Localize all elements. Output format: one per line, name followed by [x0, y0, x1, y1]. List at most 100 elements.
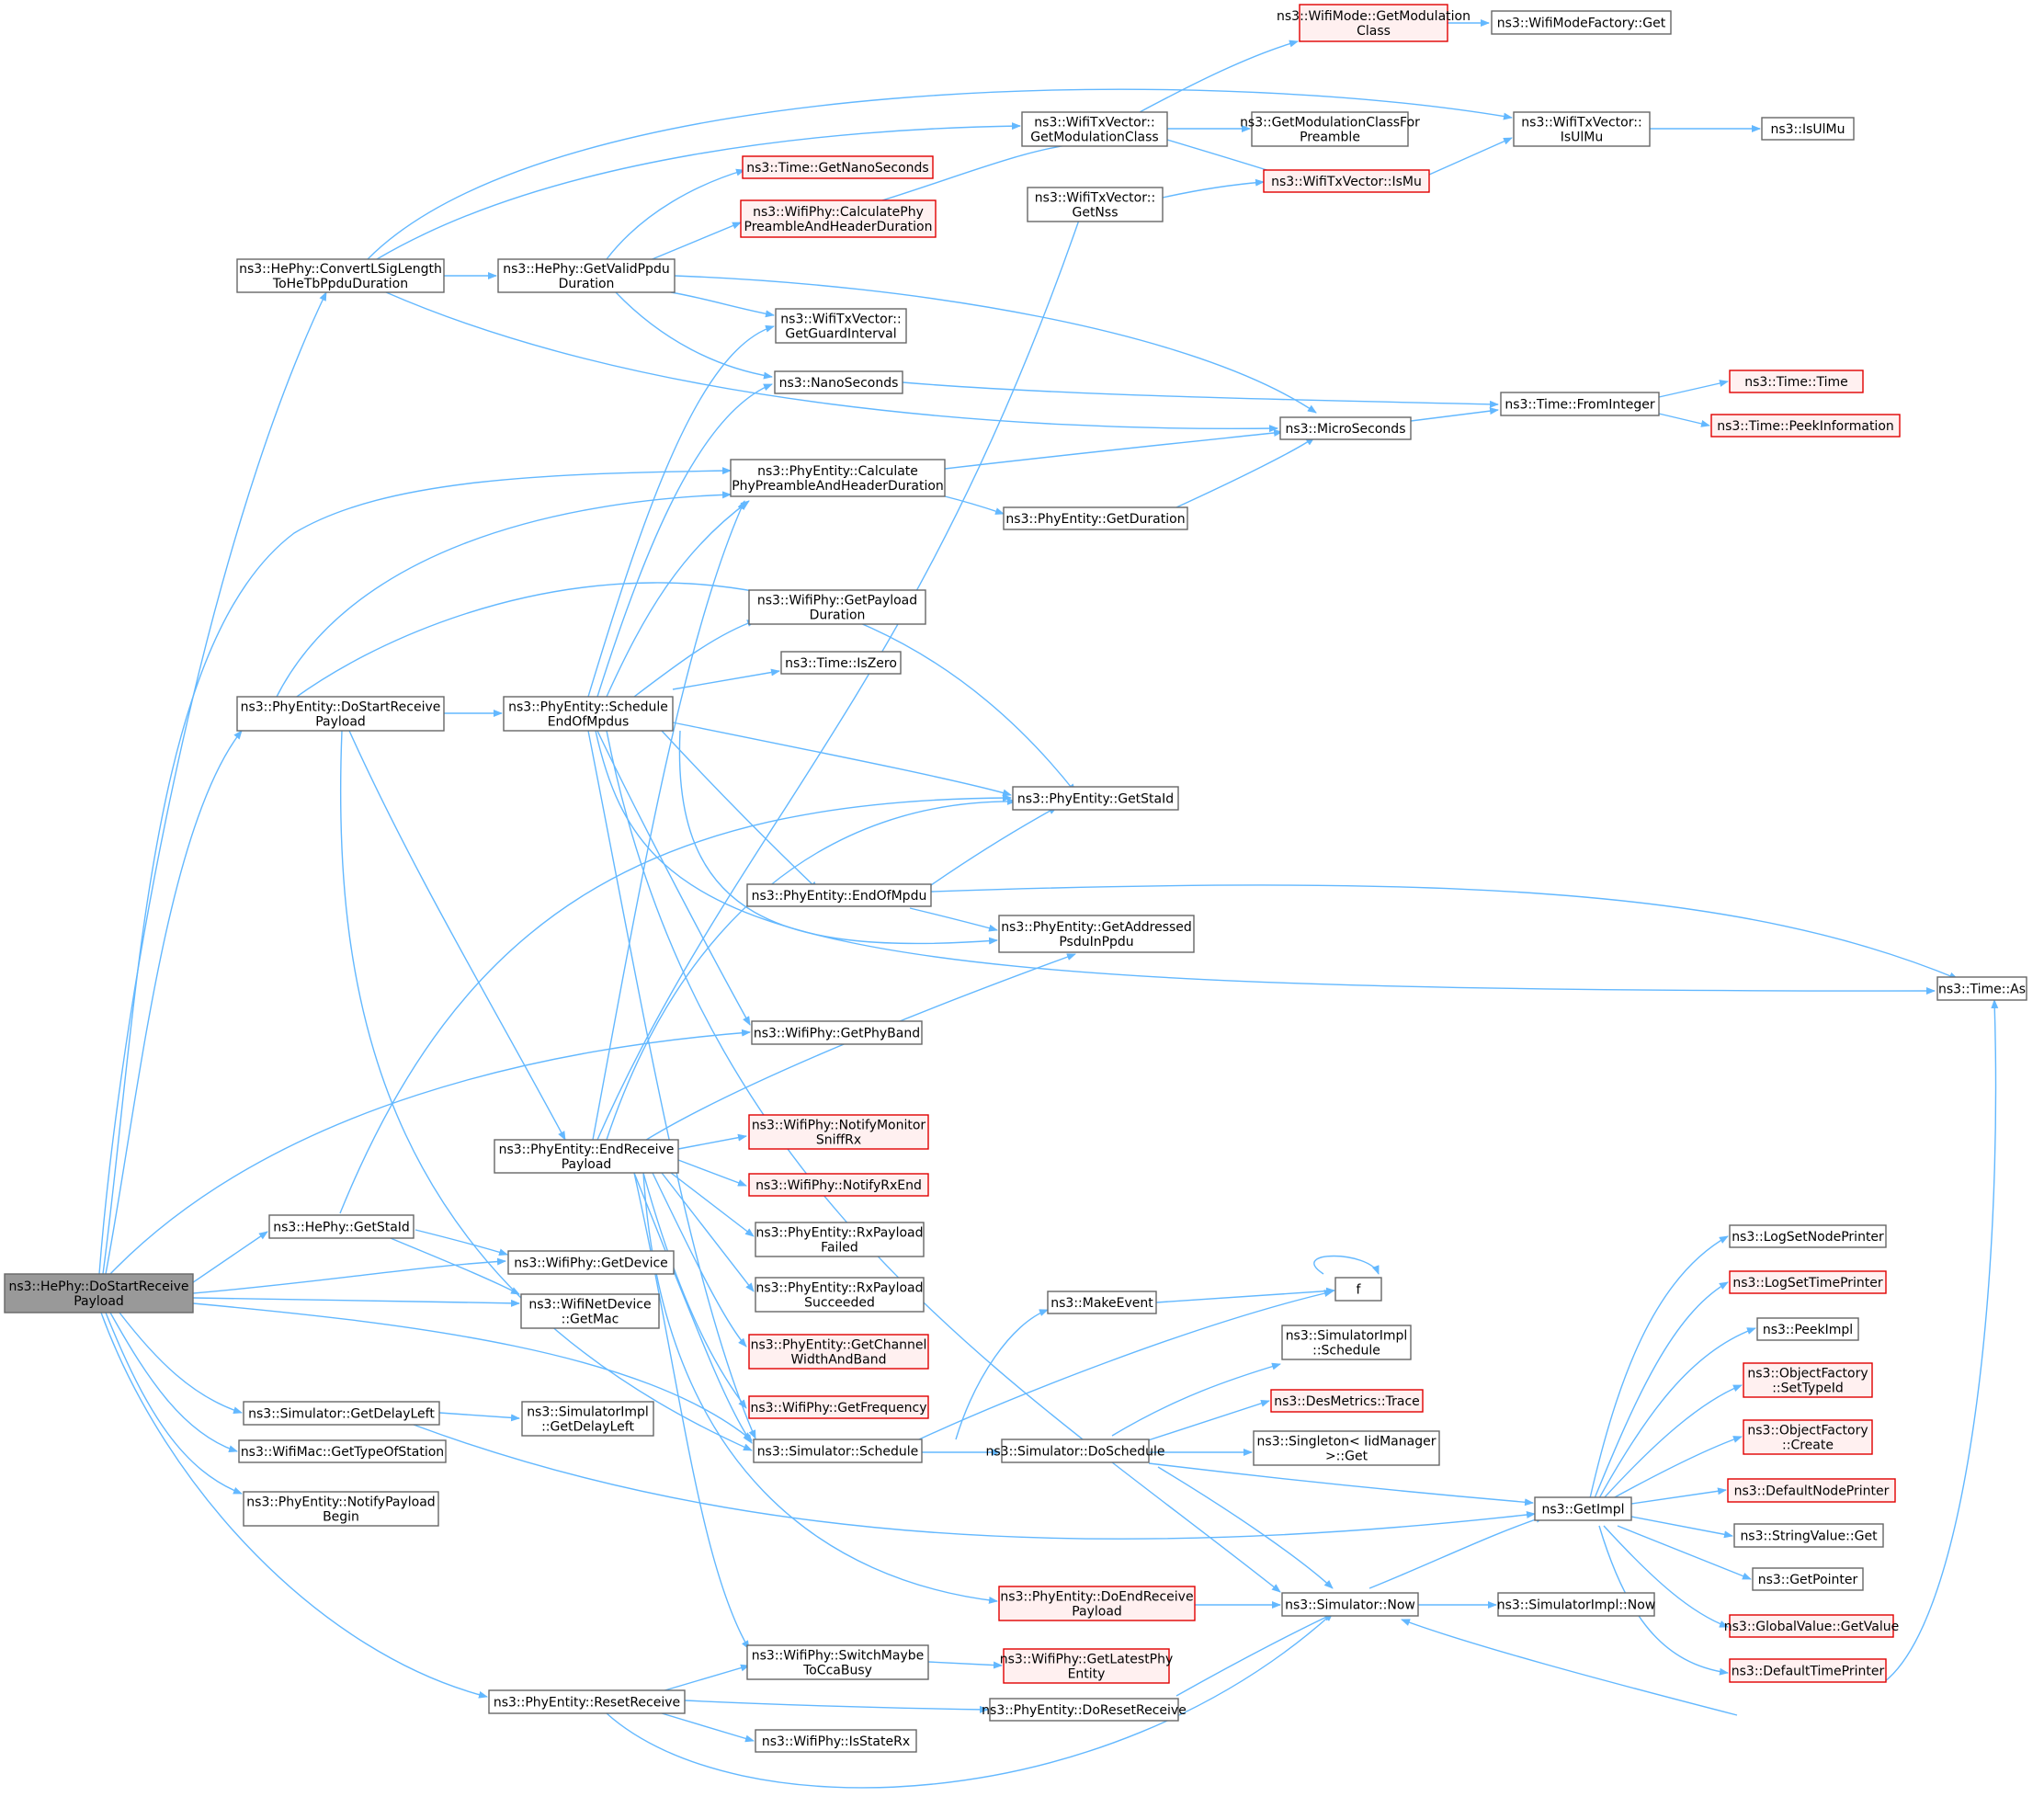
node-sim_dosched[interactable]: ns3::Simulator::DoSchedule — [986, 1438, 1165, 1463]
node-label: ns3::WifiPhy::GetPhyBand — [754, 1027, 920, 1041]
node-pe_getstaid[interactable]: ns3::PhyEntity::GetStaId — [1012, 786, 1179, 811]
node-pe_calcpre[interactable]: ns3::PhyEntity::CalculatePhyPreambleAndH… — [730, 459, 946, 497]
node-label: ns3::WifiMac::GetTypeOfStation — [241, 1445, 444, 1460]
node-simimpl_delayleft[interactable]: ns3::SimulatorImpl::GetDelayLeft — [521, 1401, 654, 1437]
node-label: ns3::PhyEntity::Calculate — [757, 464, 918, 479]
node-wifimac_type[interactable]: ns3::WifiMac::GetTypeOfStation — [238, 1439, 447, 1463]
node-time_as[interactable]: ns3::Time::As — [1936, 976, 2027, 1001]
edge-getimpl-ofcreate — [1612, 1436, 1743, 1499]
node-simimpl_sched[interactable]: ns3::SimulatorImpl::Schedule — [1281, 1325, 1412, 1360]
node-box — [1497, 1592, 1655, 1617]
node-deftime[interactable]: ns3::DefaultTimePrinter — [1729, 1658, 1887, 1683]
node-wp_getband[interactable]: ns3::WifiPhy::GetPhyBand — [751, 1020, 923, 1045]
node-label: PhyPreambleAndHeaderDuration — [732, 479, 944, 494]
node-label: Payload — [562, 1157, 612, 1172]
node-wm_getmod[interactable]: ns3::WifiMode::GetModulationClass — [1277, 4, 1471, 42]
node-getptr[interactable]: ns3::GetPointer — [1752, 1567, 1864, 1591]
node-microsec[interactable]: ns3::MicroSeconds — [1279, 416, 1412, 440]
node-wp_isrx[interactable]: ns3::WifiPhy::IsStateRx — [755, 1729, 917, 1753]
node-singleton[interactable]: ns3::Singleton< IidManager>::Get — [1253, 1430, 1440, 1466]
node-time_iszero[interactable]: ns3::Time::IsZero — [780, 651, 902, 675]
node-pe_endofmpdu[interactable]: ns3::PhyEntity::EndOfMpdu — [746, 883, 932, 907]
edge-resetrx-pedoreset — [684, 1700, 989, 1713]
node-txv_getnss[interactable]: ns3::WifiTxVector::GetNss — [1027, 187, 1164, 222]
node-sim_schedule[interactable]: ns3::Simulator::Schedule — [753, 1438, 923, 1463]
node-simimpl_now[interactable]: ns3::SimulatorImpl::Now — [1497, 1592, 1656, 1617]
node-wp_getdev[interactable]: ns3::WifiPhy::GetDevice — [507, 1250, 675, 1275]
node-time_getns[interactable]: ns3::Time::GetNanoSeconds — [742, 155, 934, 179]
node-label: ns3::Simulator::DoSchedule — [986, 1445, 1165, 1460]
node-txv_getmod[interactable]: ns3::WifiTxVector::GetModulationClass — [1021, 111, 1168, 147]
node-box — [520, 1293, 660, 1329]
edge-deftime-simnow — [1401, 1619, 1738, 1716]
node-convert[interactable]: ns3::HePhy::ConvertLSigLengthToHeTbPpduD… — [236, 258, 445, 293]
node-sim_delayleft[interactable]: ns3::Simulator::GetDelayLeft — [243, 1401, 440, 1426]
node-box — [507, 1250, 675, 1275]
edge-getvalid-nanosec — [615, 291, 773, 380]
node-gv_getval[interactable]: ns3::GlobalValue::GetValue — [1724, 1614, 1899, 1638]
node-makeevent[interactable]: ns3::MakeEvent — [1047, 1291, 1157, 1314]
node-time_peek[interactable]: ns3::Time::PeekInformation — [1710, 414, 1901, 438]
edge-schedeom-pecalcpre — [606, 500, 750, 698]
edge-root-pecalcpre — [102, 467, 732, 1275]
node-txv_gi[interactable]: ns3::WifiTxVector::GetGuardInterval — [775, 308, 907, 344]
node-pe_getdur[interactable]: ns3::PhyEntity::GetDuration — [1003, 506, 1188, 530]
node-nanosec[interactable]: ns3::NanoSeconds — [774, 370, 903, 394]
node-peekimpl[interactable]: ns3::PeekImpl — [1756, 1317, 1859, 1341]
node-of_create[interactable]: ns3::ObjectFactory::Create — [1743, 1419, 1873, 1455]
node-hephy_getstaid[interactable]: ns3::HePhy::GetStaId — [268, 1214, 414, 1239]
node-pe_doreset[interactable]: ns3::PhyEntity::DoResetReceive — [982, 1698, 1187, 1722]
node-txv_ismu[interactable]: ns3::WifiTxVector::IsMu — [1263, 169, 1430, 193]
node-txv_isulmu[interactable]: ns3::WifiTxVector::IsUlMu — [1513, 111, 1651, 147]
node-box — [1936, 976, 2027, 1001]
node-of_settype[interactable]: ns3::ObjectFactory::SetTypeId — [1743, 1362, 1873, 1398]
node-reset_rx[interactable]: ns3::PhyEntity::ResetReceive — [488, 1689, 686, 1714]
node-defnode[interactable]: ns3::DefaultNodePrinter — [1727, 1478, 1896, 1503]
node-wmf_get[interactable]: ns3::WifiModeFactory::Get — [1491, 10, 1672, 35]
node-wp_freq[interactable]: ns3::WifiPhy::GetFrequency — [748, 1395, 929, 1419]
node-label: PsduInPpdu — [1059, 935, 1133, 949]
node-time_time[interactable]: ns3::Time::Time — [1729, 370, 1864, 393]
node-box — [488, 1689, 686, 1714]
node-strval[interactable]: ns3::StringValue::Get — [1733, 1523, 1884, 1548]
node-label: Preamble — [1300, 131, 1360, 145]
node-getimpl[interactable]: ns3::GetImpl — [1534, 1496, 1632, 1521]
node-label: ns3::PhyEntity::ResetReceive — [494, 1696, 680, 1711]
node-wnd_getmac[interactable]: ns3::WifiNetDevice::GetMac — [520, 1293, 660, 1329]
node-desmetrics[interactable]: ns3::DesMetrics::Trace — [1270, 1389, 1424, 1413]
node-f[interactable]: f — [1334, 1277, 1382, 1302]
node-label: ns3::WifiPhy::GetPayload — [757, 594, 917, 608]
edge-root-convert — [98, 291, 327, 1275]
node-fromint[interactable]: ns3::Time::FromInteger — [1500, 392, 1660, 416]
node-wp_rxend[interactable]: ns3::WifiPhy::NotifyRxEnd — [748, 1173, 929, 1197]
edge-peendrx-simsched — [633, 1172, 753, 1444]
node-box — [1263, 169, 1430, 193]
node-label: Failed — [821, 1241, 858, 1256]
edge-fromint-timepeek — [1658, 413, 1710, 427]
node-sim_now[interactable]: ns3::Simulator::Now — [1281, 1592, 1419, 1617]
node-logtime[interactable]: ns3::LogSetTimePrinter — [1729, 1270, 1887, 1294]
node-isulmu[interactable]: ns3::IsUlMu — [1761, 117, 1855, 141]
node-label: ns3::DefaultTimePrinter — [1732, 1665, 1885, 1679]
edge-schedeom-pegetstaid — [672, 722, 1012, 797]
node-lognode[interactable]: ns3::LogSetNodePrinter — [1729, 1224, 1887, 1248]
node-wp_calcpre[interactable]: ns3::WifiPhy::CalculatePhyPreambleAndHea… — [740, 199, 937, 238]
node-box — [775, 308, 907, 344]
